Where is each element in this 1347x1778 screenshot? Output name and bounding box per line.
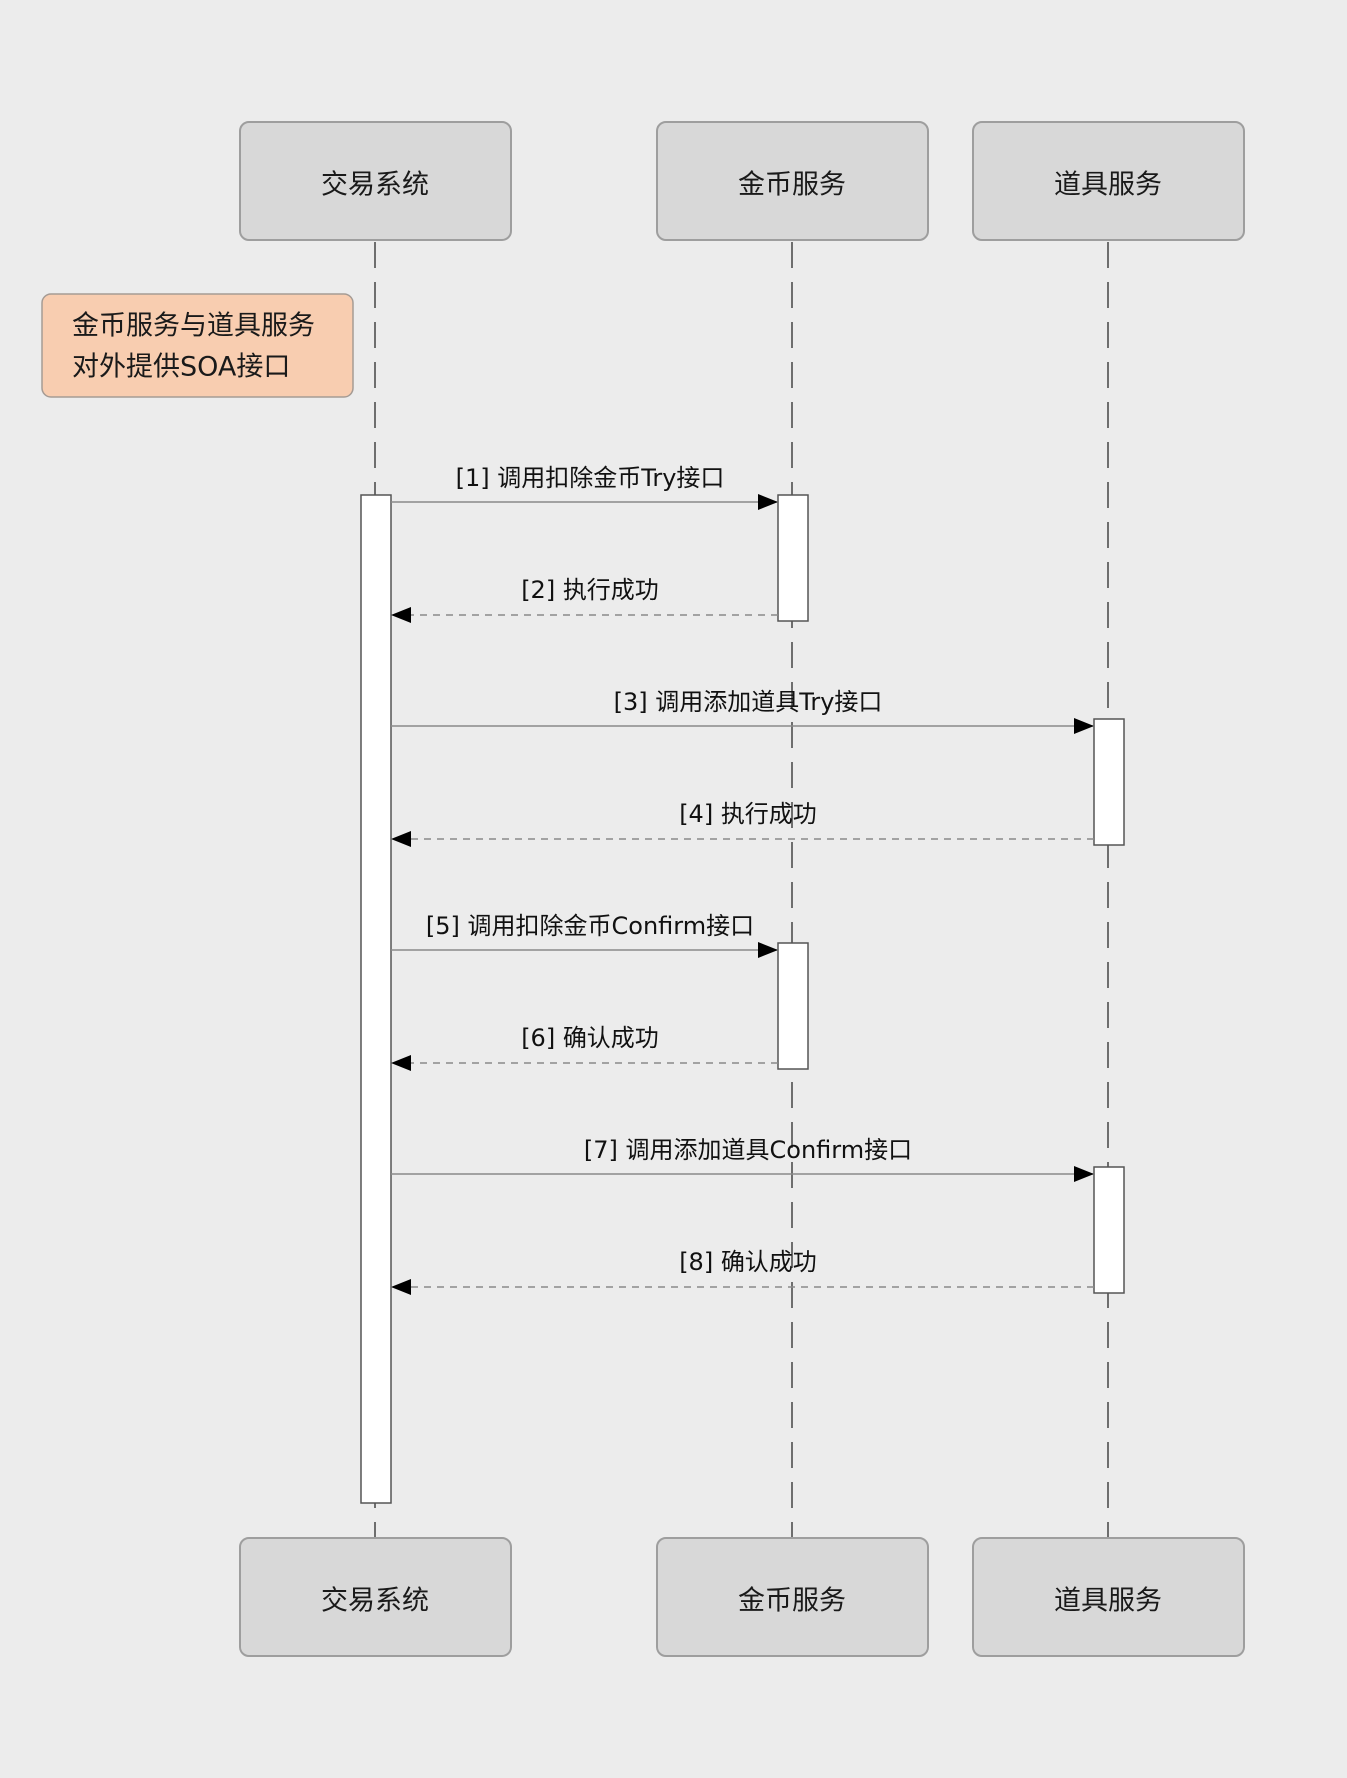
message-label: [5] 调用扣除金币Confirm接口 bbox=[426, 912, 754, 940]
actor-label: 金币服务 bbox=[738, 170, 846, 201]
message-1[interactable]: [1] 调用扣除金币Try接口 bbox=[391, 464, 778, 510]
actor-label: 道具服务 bbox=[1054, 170, 1162, 201]
note-line-2: 对外提供SOA接口 bbox=[72, 352, 290, 383]
message-label: [4] 执行成功 bbox=[679, 800, 817, 828]
message-8[interactable]: [8] 确认成功 bbox=[391, 1248, 1094, 1295]
message-label: [1] 调用扣除金币Try接口 bbox=[456, 464, 725, 492]
actor-top-trade[interactable]: 交易系统 bbox=[239, 121, 512, 241]
activation-item-confirm bbox=[1093, 1166, 1125, 1294]
actor-top-item[interactable]: 道具服务 bbox=[972, 121, 1245, 241]
message-6[interactable]: [6] 确认成功 bbox=[391, 1024, 778, 1071]
message-7[interactable]: [7] 调用添加道具Confirm接口 bbox=[391, 1136, 1094, 1182]
actor-label: 交易系统 bbox=[321, 1586, 429, 1617]
message-2[interactable]: [2] 执行成功 bbox=[391, 576, 778, 623]
message-label: [7] 调用添加道具Confirm接口 bbox=[584, 1136, 912, 1164]
activation-item-try bbox=[1093, 718, 1125, 846]
actor-bottom-item[interactable]: 道具服务 bbox=[972, 1537, 1245, 1657]
message-label: [3] 调用添加道具Try接口 bbox=[614, 688, 883, 716]
actor-top-coin[interactable]: 金币服务 bbox=[656, 121, 929, 241]
activation-coin-try bbox=[777, 494, 809, 622]
message-label: [2] 执行成功 bbox=[521, 576, 659, 604]
actor-label: 金币服务 bbox=[738, 1586, 846, 1617]
message-4[interactable]: [4] 执行成功 bbox=[391, 800, 1094, 847]
actor-bottom-coin[interactable]: 金币服务 bbox=[656, 1537, 929, 1657]
note[interactable]: 金币服务与道具服务 对外提供SOA接口 bbox=[41, 293, 354, 398]
activation-coin-confirm bbox=[777, 942, 809, 1070]
actor-label: 交易系统 bbox=[321, 170, 429, 201]
activation-trade bbox=[360, 494, 392, 1504]
message-label: [8] 确认成功 bbox=[679, 1248, 817, 1276]
message-5[interactable]: [5] 调用扣除金币Confirm接口 bbox=[391, 912, 778, 958]
actor-bottom-trade[interactable]: 交易系统 bbox=[239, 1537, 512, 1657]
message-3[interactable]: [3] 调用添加道具Try接口 bbox=[391, 688, 1094, 734]
message-label: [6] 确认成功 bbox=[521, 1024, 659, 1052]
actor-label: 道具服务 bbox=[1054, 1586, 1162, 1617]
note-line-1: 金币服务与道具服务 bbox=[72, 311, 315, 342]
